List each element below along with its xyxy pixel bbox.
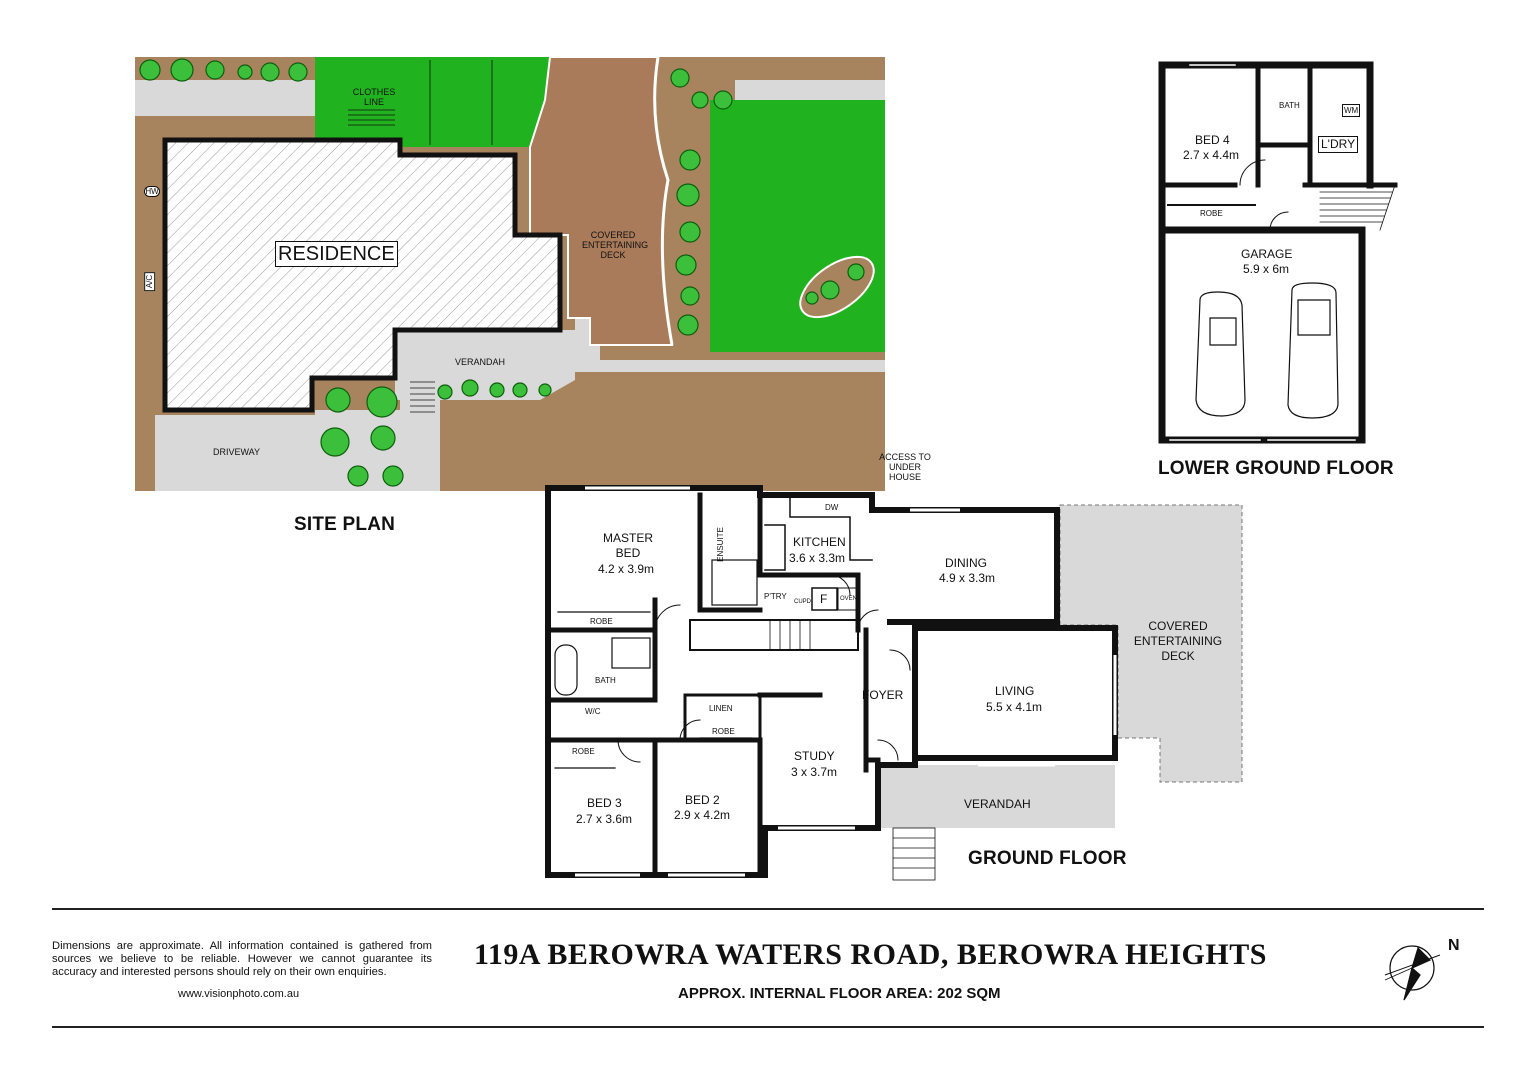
site-path-top xyxy=(135,80,315,116)
site-residence-label: RESIDENCE xyxy=(275,241,398,267)
gf-dining-name: DINING xyxy=(945,556,987,570)
gf-bed2-robe-label: ROBE xyxy=(712,727,735,736)
ground-verandah-area xyxy=(878,765,1115,828)
gf-living-size: 5.5 x 4.1m xyxy=(986,700,1043,714)
gf-access-label: ACCESS TO UNDER HOUSE xyxy=(879,452,931,482)
gf-study-size: 3 x 3.7m xyxy=(791,765,838,779)
site-side-path xyxy=(575,318,885,372)
site-lawn-right xyxy=(710,100,885,352)
gf-cupd-label: CUPD xyxy=(794,599,812,605)
gf-bath-label: BATH xyxy=(595,676,616,685)
gf-pantry-label: P'TRY xyxy=(764,592,787,601)
gf-wc-label: W/C xyxy=(585,707,601,716)
site-plan xyxy=(135,56,885,491)
gf-linen-label: LINEN xyxy=(709,704,733,713)
site-shrubs xyxy=(139,58,865,487)
gf-bed3-robe-label: ROBE xyxy=(572,747,595,756)
lower-ground-plan xyxy=(1158,61,1398,444)
gf-oven-label: OVEN xyxy=(840,596,858,602)
site-driveway-label: DRIVEWAY xyxy=(213,447,261,457)
site-hw-label: HW xyxy=(144,186,160,197)
lg-wm-label: WM xyxy=(1342,104,1361,117)
gf-bed3-name: BED 3 xyxy=(587,796,622,810)
site-residence xyxy=(162,137,563,413)
site-clothes-line-label: CLOTHES LINE xyxy=(352,87,396,107)
lg-bath-label: BATH xyxy=(1279,101,1300,110)
gf-fridge-label: F xyxy=(820,592,828,606)
lg-laundry-label: L'DRY xyxy=(1318,136,1359,153)
footer-bottom-rule xyxy=(52,1026,1484,1028)
website-link[interactable]: www.visionphoto.com.au xyxy=(178,988,300,1000)
disclaimer-text: Dimensions are approximate. All informat… xyxy=(52,940,432,978)
gf-foyer-label: FOYER xyxy=(862,688,904,702)
gf-bed2-size: 2.9 x 4.2m xyxy=(674,808,731,822)
gf-bed2-name: BED 2 xyxy=(685,793,720,807)
lg-bed4-name: BED 4 xyxy=(1195,133,1230,147)
site-driveway xyxy=(155,395,440,491)
lg-bed4-size: 2.7 x 4.4m xyxy=(1183,148,1240,162)
gf-dw-label: DW xyxy=(825,503,839,512)
lg-garage-name: GARAGE xyxy=(1241,247,1293,261)
site-lawn-back xyxy=(315,57,555,147)
gf-dining-size: 4.9 x 3.3m xyxy=(939,571,996,585)
compass-icon xyxy=(1384,945,1441,1001)
compass-letter: N xyxy=(1448,937,1460,954)
gf-ensuite-label: ENSUITE xyxy=(715,527,725,562)
lg-robe-label: ROBE xyxy=(1200,209,1223,218)
site-verandah-paving xyxy=(395,330,575,400)
lg-garage-size: 5.9 x 6m xyxy=(1243,262,1290,276)
gf-living-name: LIVING xyxy=(995,684,1035,698)
ground-floor-title: GROUND FLOOR xyxy=(968,848,1127,869)
property-address: 119A BEROWRA WATERS ROAD, BEROWRA HEIGHT… xyxy=(474,938,1267,971)
garage-cars xyxy=(1195,282,1339,419)
gf-bed3-size: 2.7 x 3.6m xyxy=(576,812,633,826)
lower-ground-title: LOWER GROUND FLOOR xyxy=(1158,458,1394,479)
gf-kitchen-name: KITCHEN xyxy=(793,535,846,549)
gf-master-name: MASTER BED xyxy=(602,531,653,560)
gf-kitchen-size: 3.6 x 3.3m xyxy=(789,551,846,565)
ground-floor-plan xyxy=(545,485,1243,881)
gf-deck-label: COVERED ENTERTAINING DECK xyxy=(1133,619,1223,663)
site-verandah-label: VERANDAH xyxy=(455,357,506,367)
site-plan-title: SITE PLAN xyxy=(294,514,396,535)
gf-master-robe-label: ROBE xyxy=(590,617,613,626)
gf-study-name: STUDY xyxy=(794,749,835,763)
footer-top-rule xyxy=(52,908,1484,910)
floor-area: APPROX. INTERNAL FLOOR AREA: 202 SQM xyxy=(678,985,1001,1002)
gf-verandah-label: VERANDAH xyxy=(964,797,1031,811)
site-deck-label: COVERED ENTERTAINING DECK xyxy=(582,230,649,260)
site-ac-label: A/C xyxy=(144,271,156,292)
gf-master-size: 4.2 x 3.9m xyxy=(598,562,655,576)
site-path-right xyxy=(735,80,885,100)
